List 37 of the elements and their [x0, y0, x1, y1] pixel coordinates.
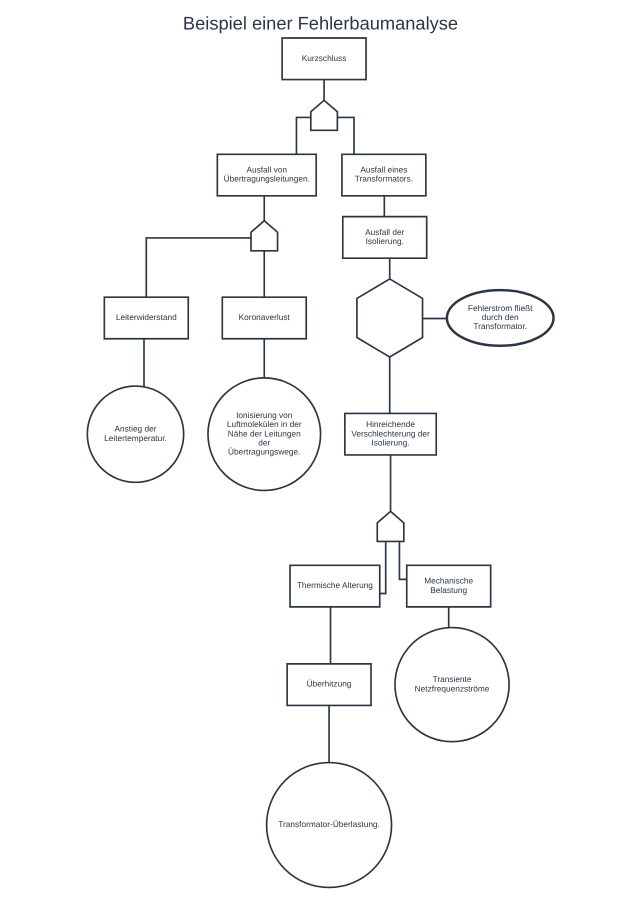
connector [389, 455, 391, 512]
node-circle: Ionisierung von Luftmolekülen in der Nähe der Leitungen der Übertragungswege. [206, 377, 321, 492]
node-gate [309, 99, 338, 132]
node-ellipse: Fehlerstrom fließt durch den Transformator. [445, 288, 554, 348]
connector [262, 338, 265, 378]
connector [144, 237, 250, 298]
node-box: Mechanische Belastung [405, 564, 491, 608]
connector [388, 357, 390, 414]
node-box: Leiterwiderstand [103, 296, 189, 340]
connector [447, 607, 450, 628]
node-circle: Anstieg der Leitertemperatur. [86, 385, 184, 484]
node-circle: Transformator-Überlastung. [265, 762, 392, 888]
node-box: Kurzschluss [280, 37, 366, 80]
connector [379, 542, 386, 594]
node-box: Ausfall von Übertragungsleitungen. [216, 153, 317, 197]
connector [328, 706, 330, 762]
connector [383, 196, 385, 217]
connector [322, 80, 324, 100]
connector [388, 258, 390, 279]
diagram-title: Beispiel einer Fehlerbaumanalyse [182, 12, 458, 34]
node-box: Hinreichende Verschlechterung der Isolierung. [344, 412, 437, 456]
connector [329, 607, 331, 664]
node-circle: Transiente Netzfrequenzströme [394, 626, 510, 743]
connector [422, 318, 446, 320]
node-box: Thermische Alterung [288, 564, 380, 608]
node-gate [250, 220, 278, 252]
connector [398, 541, 406, 580]
connector [337, 116, 354, 154]
node-hexagon [356, 278, 423, 358]
connector [142, 338, 144, 387]
node-box: Überhitzung [286, 663, 372, 706]
node-gate [376, 510, 404, 542]
node-box: Ausfall eines Transformators. [340, 153, 426, 197]
connector [262, 196, 265, 220]
node-box: Koronaverlust [220, 296, 307, 340]
node-box: Ausfall der Isolierung. [341, 216, 428, 259]
connector [262, 251, 265, 297]
